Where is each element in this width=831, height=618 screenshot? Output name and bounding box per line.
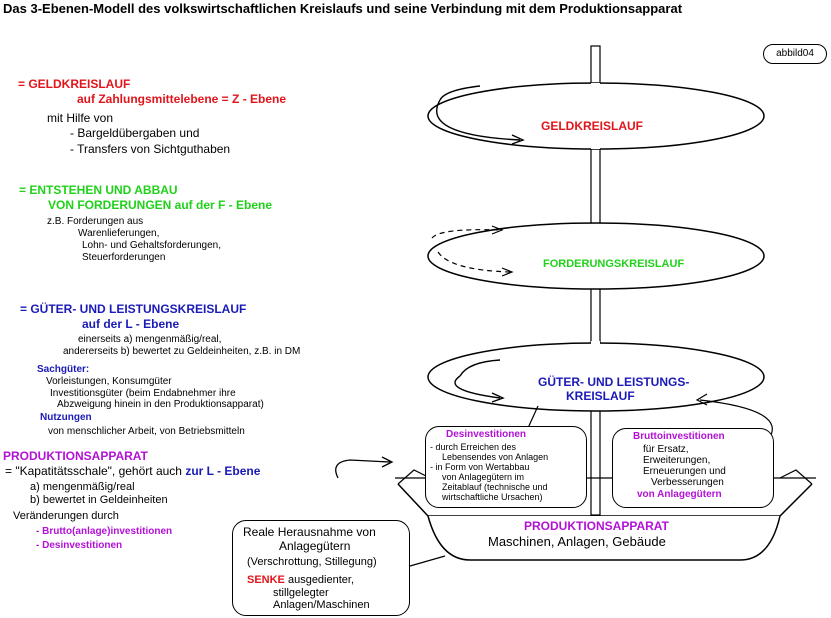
pole-segment-top <box>590 45 601 85</box>
gueter-line-4: andererseits b) bewertet zu Geldeinheite… <box>63 346 301 357</box>
real-line-4: SENKE ausgedienter, <box>247 574 355 586</box>
ford-line-4: Warenlieferungen, <box>78 228 160 239</box>
sach-head: Sachgüter: <box>37 364 90 375</box>
desinv-line-6: wirtschaftliche Ursachen) <box>442 492 543 502</box>
real-line-1: Reale Herausnahme von <box>243 525 376 539</box>
prod-line-5: - Brutto(anlage)investitionen <box>36 526 173 537</box>
level-label-forderungen: FORDERUNGSKREISLAUF <box>543 258 685 270</box>
figure-badge: abbild04 <box>763 44 827 64</box>
geld-line-3: mit Hilfe von <box>47 111 114 125</box>
prod-line-6: - Desinvestitionen <box>36 540 123 551</box>
gueter-line-2: auf der L - Ebene <box>82 317 180 331</box>
level-label-gueter-2: KREISLAUF <box>566 389 635 403</box>
real-line-6: Anlagen/Maschinen <box>273 599 370 611</box>
prod-line-3: b) bewertet in Geldeinheiten <box>30 494 168 506</box>
brutto-line-5: von Anlagegütern <box>637 489 722 500</box>
sach-line-2: Investitionsgüter (beim Endabnehmer ihre <box>50 388 236 399</box>
arrow-forderungen-1 <box>431 229 501 239</box>
arrow-forderungen-2 <box>437 251 511 273</box>
desinv-line-5: Zeitablauf (technische und <box>442 482 548 492</box>
bowl-base <box>427 515 781 561</box>
pole-segment-base <box>590 409 601 516</box>
pole-segment-lower <box>590 286 601 343</box>
level-label-gueter-1: GÜTER- UND LEISTUNGS- <box>538 375 690 389</box>
desinv-line-4: von Anlagegütern im <box>442 472 525 482</box>
sach-line-3: Abzweigung hinein in den Produktionsappa… <box>57 399 264 410</box>
bowl-sub: Maschinen, Anlagen, Gebäude <box>488 534 666 549</box>
desinv-line-1: - durch Erreichen des <box>430 442 517 452</box>
geld-line-2: auf Zahlungsmittelebene = Z - Ebene <box>77 92 287 106</box>
sach-line-1: Vorleistungen, Konsumgüter <box>46 376 172 387</box>
desinv-line-2: Lebensendes von Anlagen <box>442 452 549 462</box>
desinv-line-3: - in Form von Wertabbau <box>430 462 530 472</box>
arrow-real <box>409 555 446 567</box>
brutto-line-3: Erneuerungen und <box>643 466 726 477</box>
gueter-line-1: = GÜTER- UND LEISTUNGSKREISLAUF <box>20 302 247 316</box>
geld-line-4: - Bargeldübergaben und <box>70 126 200 140</box>
bruttoinvestitionen-box: Bruttoinvestitionen für Ersatz, Erweiter… <box>612 428 774 508</box>
pole-segment-middle <box>590 147 601 234</box>
prod-head: PRODUKTIONSAPPARAT <box>3 449 148 463</box>
brutto-line-1: für Ersatz, <box>643 444 689 455</box>
ford-line-6: Steuerforderungen <box>82 252 166 263</box>
gueter-line-3: einerseits a) mengenmäßig/real, <box>78 334 222 345</box>
geld-line-1: = GELDKREISLAUF <box>18 77 131 91</box>
prod-line-1: = "Kapatitätsschale", gehört auch zur L … <box>5 464 261 478</box>
bowl-head: PRODUKTIONSAPPARAT <box>524 519 669 533</box>
page-title: Das 3-Ebenen-Modell des volkswirtschaftl… <box>3 1 683 16</box>
desinvestitionen-box: Desinvestitionen - durch Erreichen des L… <box>425 426 587 508</box>
brutto-line-4: Verbesserungen <box>651 477 724 488</box>
level-label-geld: GELDKREISLAUF <box>541 119 643 133</box>
arrow-gueter <box>454 375 501 399</box>
nutz-line-1: von menschlicher Arbeit, von Betriebsmit… <box>48 426 245 437</box>
brutto-line-2: Erweiterungen, <box>643 455 711 466</box>
ford-line-2: VON FORDERUNGEN auf der F - Ebene <box>48 198 273 212</box>
arrow-prod-left <box>335 459 391 479</box>
ford-line-5: Lohn- und Gehaltsforderungen, <box>82 240 221 251</box>
reale-herausnahme-box: Reale Herausnahme von Anlagegütern (Vers… <box>232 520 410 616</box>
ford-line-3: z.B. Forderungen aus <box>47 216 144 227</box>
nutz-head: Nutzungen <box>40 412 92 423</box>
prod-line-4: Veränderungen durch <box>13 510 119 522</box>
real-line-3: (Verschrottung, Stillegung) <box>247 556 377 568</box>
desinv-head: Desinvestitionen <box>446 429 527 440</box>
prod-line-2: a) mengenmäßig/real <box>30 481 135 493</box>
real-line-2: Anlagegütern <box>279 539 351 553</box>
brutto-head: Bruttoinvestitionen <box>633 431 725 442</box>
arrow-geld <box>435 99 521 141</box>
ford-line-1: = ENTSTEHEN UND ABBAU <box>19 183 178 197</box>
real-line-5: stillgelegter <box>273 587 329 599</box>
geld-line-5: - Transfers von Sichtguthaben <box>70 142 231 156</box>
